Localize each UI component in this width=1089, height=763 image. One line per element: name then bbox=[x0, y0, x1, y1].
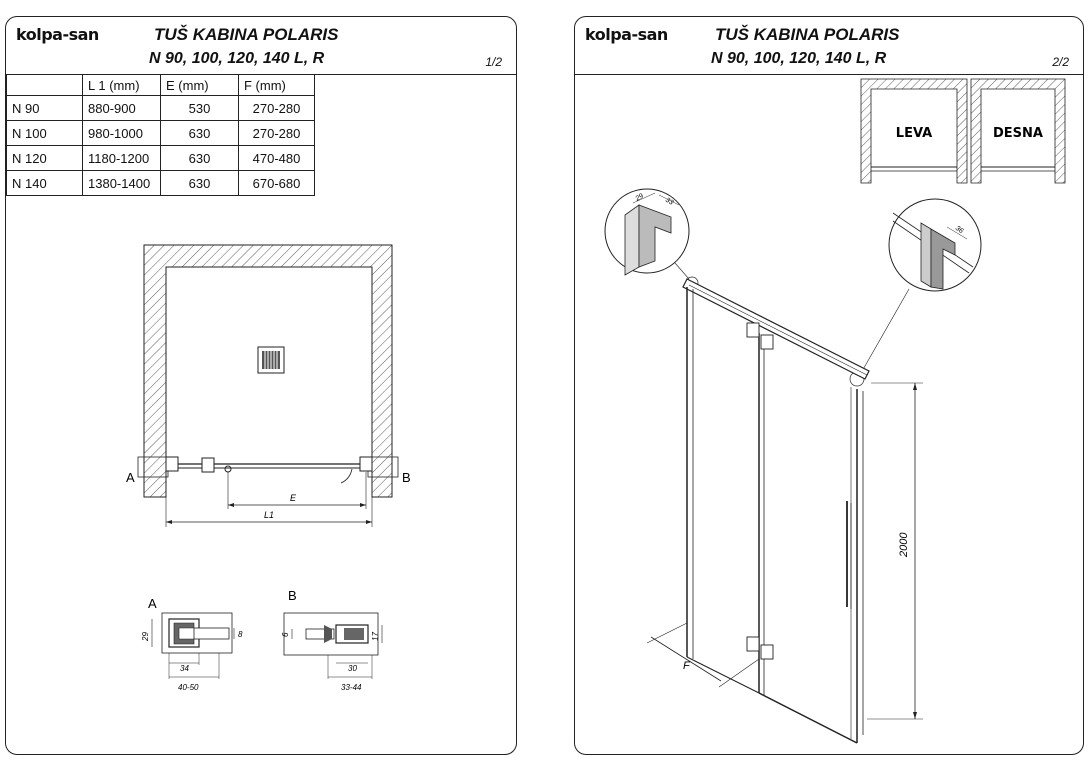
iso-detail-dim-33: 33 bbox=[664, 197, 674, 207]
variant-leva-label: LEVA bbox=[896, 126, 932, 141]
detail-b-dim-17: 17 bbox=[371, 632, 380, 641]
plan-dim-e: E bbox=[290, 493, 297, 503]
table-cell: 980-1000 bbox=[82, 120, 161, 146]
brand-logo: kolpa-san bbox=[585, 25, 668, 44]
detail-b-dim-6: 6 bbox=[281, 632, 290, 637]
detail-b-dim-range: 33-44 bbox=[341, 683, 362, 692]
table-cell: 630 bbox=[160, 120, 239, 146]
plan-dim-l1: L1 bbox=[264, 510, 274, 520]
table-cell: 630 bbox=[160, 145, 239, 171]
table-cell: 1180-1200 bbox=[82, 145, 161, 171]
table-header-row: L 1 (mm) E (mm) F (mm) bbox=[6, 74, 315, 96]
product-title: TUŠ KABINA POLARIS bbox=[715, 25, 900, 44]
table-cell: 270-280 bbox=[238, 95, 315, 121]
table-row: N 120 1180-1200 630 470-480 bbox=[6, 145, 315, 171]
table-row: N 140 1380-1400 630 670-680 bbox=[6, 170, 315, 196]
detail-b-drawing: B 6 17 30 33-44 bbox=[281, 588, 383, 692]
sheet-header: kolpa-san TUŠ KABINA POLARIS N 90, 100, … bbox=[6, 17, 516, 75]
table-cell: 270-280 bbox=[238, 120, 315, 146]
table-header-cell: L 1 (mm) bbox=[82, 74, 161, 96]
variant-desna-label: DESNA bbox=[993, 126, 1043, 141]
brand-logo: kolpa-san bbox=[16, 25, 99, 44]
table-cell: N 140 bbox=[6, 170, 83, 196]
detail-b-label: B bbox=[288, 588, 297, 603]
table-cell: 670-680 bbox=[238, 170, 315, 196]
product-models: N 90, 100, 120, 140 L, R bbox=[149, 50, 325, 67]
isometric-view-drawing: LEVA DESNA 29 33 bbox=[604, 78, 1066, 744]
product-title: TUŠ KABINA POLARIS bbox=[154, 25, 339, 44]
sheet-header: kolpa-san TUŠ KABINA POLARIS N 90, 100, … bbox=[575, 17, 1083, 75]
table-cell: N 100 bbox=[6, 120, 83, 146]
iso-dim-height: 2000 bbox=[898, 532, 910, 558]
plan-label-a: A bbox=[126, 470, 135, 485]
table-row: N 90 880-900 530 270-280 bbox=[6, 95, 315, 121]
detail-b-dim-30: 30 bbox=[348, 664, 357, 673]
table-cell: 1380-1400 bbox=[82, 170, 161, 196]
table-row: N 100 980-1000 630 270-280 bbox=[6, 120, 315, 146]
detail-a-dim-34: 34 bbox=[180, 664, 189, 673]
iso-detail-dim-29: 29 bbox=[634, 193, 645, 204]
dimensions-table: L 1 (mm) E (mm) F (mm) N 90 880-900 530 … bbox=[6, 74, 315, 196]
detail-a-dim-8: 8 bbox=[238, 630, 243, 639]
iso-detail-dim-36: 36 bbox=[954, 225, 964, 235]
profile-detail-circle-left: 29 33 bbox=[604, 188, 699, 290]
drawing-sheet-2: kolpa-san TUŠ KABINA POLARIS N 90, 100, … bbox=[574, 16, 1084, 755]
table-cell: 530 bbox=[160, 95, 239, 121]
plan-view-drawing: A B E L1 A 29 8 34 40-50 B bbox=[126, 244, 411, 692]
table-cell: 470-480 bbox=[238, 145, 315, 171]
detail-a-label: A bbox=[148, 596, 157, 611]
drawing-sheet-1: kolpa-san TUŠ KABINA POLARIS N 90, 100, … bbox=[5, 16, 517, 755]
iso-dim-depth: F bbox=[683, 660, 691, 672]
shower-cabin-isometric bbox=[646, 278, 923, 744]
product-models: N 90, 100, 120, 140 L, R bbox=[711, 50, 887, 67]
variant-desna-diagram: DESNA bbox=[970, 78, 1066, 184]
detail-a-dim-29: 29 bbox=[141, 632, 150, 642]
variant-leva-diagram: LEVA bbox=[860, 78, 968, 184]
plan-label-b: B bbox=[402, 470, 411, 485]
page-number: 2/2 bbox=[1052, 55, 1069, 69]
page-number: 1/2 bbox=[485, 55, 502, 69]
profile-detail-circle-right: 36 bbox=[849, 198, 982, 387]
detail-a-dim-range: 40-50 bbox=[178, 683, 199, 692]
detail-a-drawing: A 29 8 34 40-50 bbox=[141, 596, 243, 692]
table-cell: 630 bbox=[160, 170, 239, 196]
